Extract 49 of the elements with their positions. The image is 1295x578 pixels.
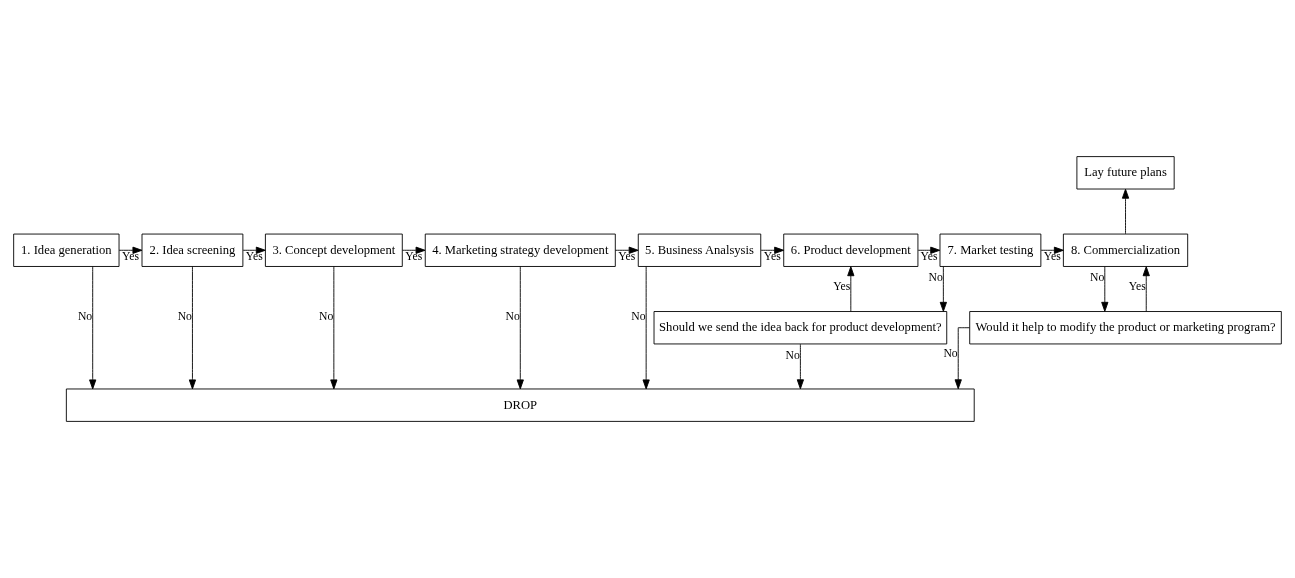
arrow (1121, 188, 1130, 235)
edge-label: Yes (618, 249, 636, 263)
edge-label: Yes (1128, 280, 1146, 294)
node-box: 7. Market testing (939, 233, 1042, 267)
edge-label: Yes (833, 280, 851, 294)
edge-label: Yes (920, 249, 938, 263)
arrow (516, 266, 524, 390)
node-box: 5. Business Analsysis (637, 233, 762, 267)
arrow (796, 343, 804, 390)
edge-label: Yes (122, 249, 140, 263)
node-box: 3. Concept development (264, 233, 403, 267)
edge-label: No (177, 309, 192, 323)
arrow (330, 266, 338, 390)
edge-label: No (943, 347, 958, 361)
arrow (1142, 266, 1150, 312)
arrow (917, 246, 941, 254)
node-box: 1. Idea generation (13, 233, 120, 267)
arrow (1040, 246, 1064, 254)
node-box: 8. Commercialization (1062, 233, 1189, 267)
edge-label: No (1090, 271, 1105, 285)
arrow (760, 246, 785, 254)
arrow (242, 246, 266, 254)
arrow (118, 246, 143, 254)
edge-label: No (77, 309, 93, 323)
edge-label: Yes (1043, 249, 1061, 263)
edge-label: No (785, 348, 800, 362)
arrow (402, 246, 426, 254)
arrow (939, 266, 947, 312)
edge-label: No (631, 309, 646, 323)
arrow (642, 266, 650, 390)
edge-label: Yes (763, 249, 781, 263)
arrow (847, 266, 855, 312)
arrow (614, 246, 639, 254)
node-box: Should we send the idea back for product development? (653, 311, 948, 345)
node-box: 4. Marketing strategy development (424, 233, 616, 267)
edge-label: No (928, 271, 943, 285)
edge-label: Yes (405, 249, 423, 263)
node-box: Would it help to modify the product or marketing program? (969, 311, 1282, 345)
edge-label: Yes (245, 249, 263, 263)
arrow (188, 266, 197, 390)
node-box: 2. Idea screening (141, 233, 244, 267)
node-box: DROP (65, 388, 975, 422)
node-box: Lay future plans (1076, 156, 1175, 190)
arrow (954, 327, 970, 390)
arrow (1101, 266, 1109, 312)
edge-label: No (319, 309, 334, 323)
arrow (89, 266, 97, 390)
node-box: 6. Product development (783, 233, 919, 267)
edge-label: No (505, 309, 520, 323)
